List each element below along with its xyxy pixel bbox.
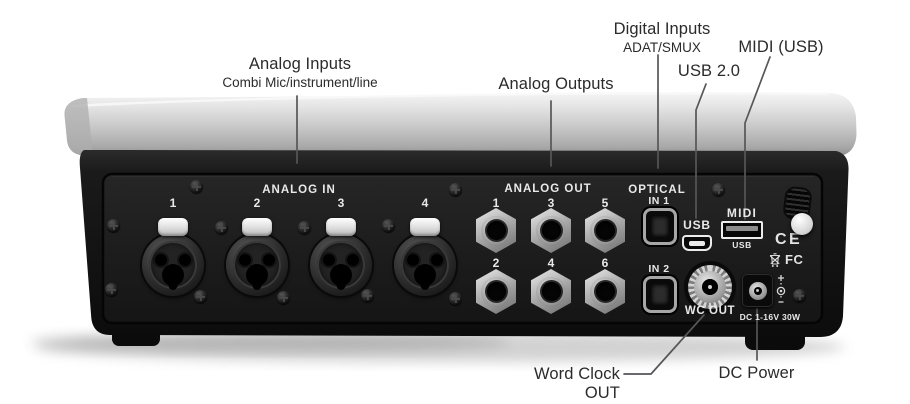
analog-out-5-number: 5	[601, 196, 609, 210]
panel-screw	[277, 291, 290, 304]
midi-usb-sublabel: USB	[732, 240, 752, 250]
optical-in2-label: IN 2	[648, 263, 670, 275]
trs-jack-3	[531, 208, 571, 253]
panel-screw	[361, 289, 374, 302]
panel-screw	[107, 219, 120, 232]
usb-mini-label: USB	[683, 218, 711, 232]
toslink-in1-port	[643, 208, 677, 245]
panel-screw	[793, 289, 806, 302]
annotation-usb2: USB 2.0	[659, 62, 759, 81]
analog-out-4-number: 4	[547, 256, 555, 270]
word-clock-out-title: Word Clock OUT	[534, 365, 620, 402]
analog-in-2-number: 2	[253, 196, 261, 210]
dc-power-title: DC Power	[718, 364, 795, 382]
leader-usb2	[695, 83, 707, 219]
xlr-latch	[410, 218, 440, 236]
usb-mini-port	[682, 235, 712, 251]
dc-power-jack	[742, 274, 773, 307]
panel-screw	[449, 292, 462, 305]
combo-jack-3	[310, 218, 372, 296]
analog-inputs-title: Analog Inputs	[248, 55, 352, 73]
panel-screw	[712, 183, 725, 196]
annotation-dc-power: DC Power	[704, 364, 809, 383]
leader-lines	[296, 54, 771, 375]
digital-inputs-subtitle: ADAT/SMUX	[623, 39, 701, 55]
annotation-midi-usb: MIDI (USB)	[721, 38, 841, 57]
bnc-word-clock-port	[688, 265, 732, 309]
dc-rating-label: DC 1-16V 30W	[739, 312, 801, 322]
leader-midi	[744, 56, 771, 220]
panel-screw	[194, 290, 207, 303]
panel-screw	[190, 180, 203, 193]
trs-jack-4	[531, 269, 571, 314]
wc-out-label: WC OUT	[684, 305, 736, 317]
annotation-analog-outputs: Analog Outputs	[476, 75, 636, 94]
analog-out-2-number: 2	[492, 256, 500, 270]
panel-screw	[298, 221, 311, 234]
optical-in1-label: IN 1	[648, 195, 670, 207]
panel-screw	[382, 219, 395, 232]
ce-mark: CE	[775, 231, 803, 248]
digital-inputs-title: Digital Inputs	[613, 20, 711, 38]
white-round-button	[791, 213, 813, 235]
trs-jack-6	[585, 269, 625, 314]
combo-jack-2	[226, 218, 288, 296]
panel-screw	[215, 221, 228, 234]
analog-in-3-number: 3	[337, 196, 345, 210]
midi-usb-title: MIDI (USB)	[738, 38, 824, 56]
annotation-analog-inputs: Analog Inputs Combi Mic/instrument/line	[160, 55, 440, 90]
toslink-in2-port	[643, 276, 677, 313]
midi-usb-a-port	[721, 221, 763, 239]
xlr-latch	[326, 218, 356, 236]
connector-panel	[101, 172, 824, 325]
panel-screw	[105, 283, 118, 296]
analog-out-1-number: 1	[492, 196, 500, 210]
annotation-word-clock-out: Word Clock OUT	[500, 365, 620, 403]
xlr-latch	[242, 218, 272, 236]
analog-out-3-number: 3	[547, 196, 555, 210]
combo-jack-4	[394, 218, 456, 296]
weee-bin-icon	[769, 253, 781, 267]
analog-out-heading: ANALOG OUT	[504, 183, 592, 195]
dc-polarity-icon	[776, 275, 786, 303]
usb2-title: USB 2.0	[677, 62, 741, 80]
optical-heading: OPTICAL	[628, 184, 686, 196]
trs-jack-5	[585, 208, 625, 253]
analog-inputs-subtitle: Combi Mic/instrument/line	[222, 74, 378, 90]
analog-out-6-number: 6	[601, 256, 609, 270]
analog-in-1-number: 1	[169, 196, 177, 210]
analog-in-4-number: 4	[421, 196, 429, 210]
fcc-mark: FC	[785, 252, 804, 267]
midi-label: MIDI	[726, 206, 758, 220]
analog-outputs-title: Analog Outputs	[498, 75, 614, 93]
xlr-latch	[158, 218, 188, 236]
panel-screw	[449, 183, 462, 196]
combo-jack-1	[142, 218, 204, 296]
analog-in-heading: ANALOG IN	[262, 184, 336, 196]
leader-word-clock	[623, 314, 705, 375]
annotation-digital-inputs: Digital Inputs ADAT/SMUX	[592, 20, 732, 55]
